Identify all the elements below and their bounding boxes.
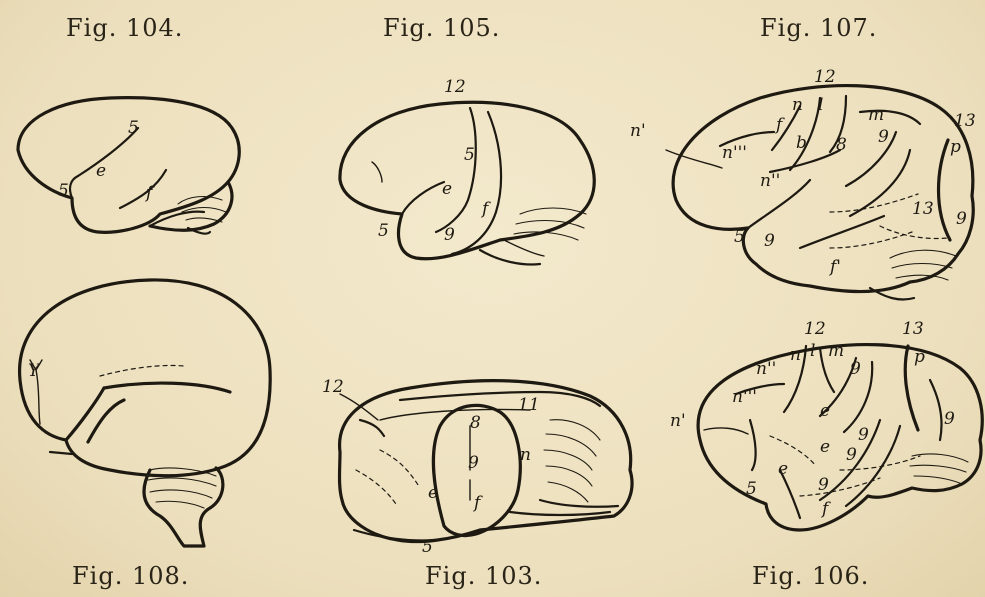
fig-104-brain-drawing: 5 e 5 f bbox=[18, 98, 239, 234]
fig106-label-n: n bbox=[790, 345, 801, 365]
fig103-label-12: 12 bbox=[322, 377, 344, 397]
fig-105-brain-drawing: 12 5 e f 5 9 bbox=[340, 77, 594, 264]
fig-108-brain-drawing: Y bbox=[20, 280, 271, 546]
fig108-label-Y: Y bbox=[28, 361, 41, 381]
fig104-label-5-left: 5 bbox=[58, 181, 69, 201]
fig106-label-9-mid: 9 bbox=[858, 425, 869, 445]
fig-106-brain-drawing: 12 13 n'' n l m p 9 n''' n' e 9 e 9 9 e … bbox=[670, 319, 982, 530]
fig107-label-f-prime: f' bbox=[828, 257, 841, 277]
fig106-label-e-low: e bbox=[778, 459, 788, 479]
fig106-label-9-right: 9 bbox=[944, 409, 955, 429]
fig107-label-n-double: n'' bbox=[760, 171, 780, 191]
fig107-label-m: m bbox=[868, 105, 884, 125]
fig105-label-5-top: 5 bbox=[464, 145, 475, 165]
fig105-label-9: 9 bbox=[444, 225, 455, 245]
fig107-label-12: 12 bbox=[814, 67, 836, 87]
fig107-label-13-top: 13 bbox=[954, 111, 976, 131]
fig107-label-l: l bbox=[818, 95, 823, 115]
fig106-label-f: f bbox=[820, 499, 831, 519]
fig103-label-11: 11 bbox=[518, 395, 540, 415]
fig107-label-n-triple: n''' bbox=[722, 143, 747, 163]
fig107-label-p: p bbox=[950, 137, 961, 157]
fig103-label-9: 9 bbox=[468, 453, 479, 473]
fig103-label-f: f bbox=[472, 493, 483, 513]
fig107-label-9-top: 9 bbox=[878, 127, 889, 147]
fig106-label-9-low: 9 bbox=[846, 445, 857, 465]
fig106-label-5: 5 bbox=[746, 479, 757, 499]
fig107-label-9-low: 9 bbox=[764, 231, 775, 251]
fig106-label-12: 12 bbox=[804, 319, 826, 339]
fig106-label-n-double: n'' bbox=[756, 359, 776, 379]
fig106-label-9-bottom: 9 bbox=[818, 475, 829, 495]
fig107-label-8: 8 bbox=[836, 135, 847, 155]
fig-107-brain-drawing: 12 n' n l f b n''' m 9 8 n'' 13 p 13 9 5… bbox=[630, 67, 976, 300]
fig107-label-n: n bbox=[792, 95, 803, 115]
fig105-label-5-left: 5 bbox=[378, 221, 389, 241]
fig107-label-n-prime: n' bbox=[630, 121, 646, 141]
fig107-label-b: b bbox=[796, 133, 807, 153]
fig103-label-8: 8 bbox=[470, 413, 481, 433]
fig-103-brain-drawing: 12 11 8 9 n e f 5 bbox=[322, 377, 632, 557]
fig106-label-n-triple: n''' bbox=[732, 387, 757, 407]
fig105-label-12: 12 bbox=[444, 77, 466, 97]
fig106-label-n-prime: n' bbox=[670, 411, 686, 431]
fig106-label-9-top: 9 bbox=[850, 359, 861, 379]
fig106-label-13: 13 bbox=[902, 319, 924, 339]
fig107-label-5: 5 bbox=[734, 227, 745, 247]
fig104-label-e: e bbox=[96, 161, 106, 181]
fig103-label-n: n bbox=[520, 445, 531, 465]
fig103-label-5: 5 bbox=[422, 537, 433, 557]
fig106-label-e-top: e bbox=[820, 401, 830, 421]
fig107-label-9-right: 9 bbox=[956, 209, 967, 229]
fig104-label-5-top: 5 bbox=[128, 118, 139, 138]
fig103-label-e: e bbox=[428, 483, 438, 503]
fig106-label-e-mid: e bbox=[820, 437, 830, 457]
fig105-label-f: f bbox=[480, 199, 491, 219]
fig106-label-m: m bbox=[828, 341, 844, 361]
fig107-label-f: f bbox=[774, 115, 785, 135]
fig105-label-e: e bbox=[442, 179, 452, 199]
fig106-label-l: l bbox=[810, 341, 815, 361]
fig107-label-13-mid: 13 bbox=[912, 199, 934, 219]
fig106-label-p: p bbox=[914, 347, 925, 367]
